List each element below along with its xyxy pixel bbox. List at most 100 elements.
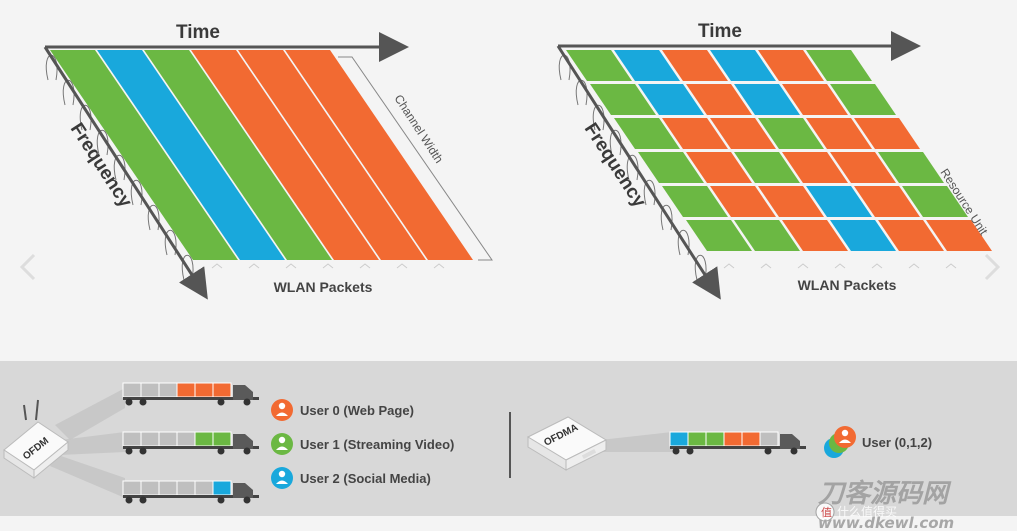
- resource-unit-r4-c0-green: [662, 186, 728, 217]
- resource-unit-r5-c3-blue: [830, 220, 896, 251]
- cargo-block-gray: [158, 431, 178, 447]
- resource-unit-r4-c2-orange: [758, 186, 824, 217]
- resource-unit-r5-c4-orange: [878, 220, 944, 251]
- user-legend: User 0 (Web Page) User 1 (Streaming Vide…: [271, 399, 454, 489]
- resource-unit-r0-c0-green: [566, 50, 632, 81]
- combined-user-label: User (0,1,2): [862, 435, 932, 450]
- user-1-icon: [271, 433, 293, 455]
- cargo-block-gray: [194, 480, 214, 496]
- bottom-tick: [723, 263, 735, 269]
- ofdm-router: OFDM: [3, 399, 69, 480]
- resource-unit-r1-c3-blue: [734, 84, 800, 115]
- resource-unit-r0-c3-blue: [710, 50, 776, 81]
- right-ofdma-chart: Time Frequency WLAN Packets Resource Uni…: [556, 21, 992, 300]
- cargo-block-orange: [194, 382, 214, 398]
- beam-user-2: [50, 455, 125, 498]
- watermark-text: 刀客源码网: [818, 479, 952, 509]
- left-ofdm-chart: Time Frequency WLAN Packets Channel Widt…: [43, 22, 493, 300]
- resource-unit-r1-c0-green: [590, 84, 656, 115]
- cargo-block-gray: [122, 431, 142, 447]
- right-wlan-packets-label: WLAN Packets: [798, 277, 897, 293]
- left-stripes: [50, 50, 473, 260]
- resource-unit-r2-c2-orange: [710, 118, 776, 149]
- bottom-tick: [322, 263, 334, 269]
- cargo-block-green: [212, 431, 232, 447]
- cargo-block-orange: [741, 431, 761, 447]
- resource-unit-r5-c2-orange: [782, 220, 848, 251]
- truck-cab: [233, 385, 253, 400]
- user-0-item: User 0 (Web Page): [271, 399, 414, 421]
- beam-user-0: [55, 388, 125, 440]
- truck-user-2: [122, 480, 259, 504]
- channel-width-bracket: [338, 56, 493, 261]
- left-stripe-2-green: [144, 50, 332, 260]
- next-arrow-icon[interactable]: [984, 253, 1001, 281]
- cargo-block-orange: [212, 382, 232, 398]
- subcarrier-bump: [677, 229, 690, 256]
- resource-unit-r2-c0-green: [614, 118, 680, 149]
- truck-cab: [780, 434, 800, 449]
- subcarrier-bump: [62, 79, 75, 106]
- combined-user-item: User (0,1,2): [824, 426, 932, 458]
- resource-unit-r0-c5-green: [806, 50, 872, 81]
- cargo-block-green: [705, 431, 725, 447]
- trucks: [122, 382, 806, 504]
- resource-unit-r5-c5-orange: [926, 220, 992, 251]
- cargo-block-gray: [122, 382, 142, 398]
- resource-unit-r3-c5-green: [878, 152, 944, 183]
- user-0-label: User 0 (Web Page): [300, 403, 414, 418]
- truck-user-0: [122, 382, 259, 406]
- left-stripe-0-green: [50, 50, 238, 260]
- bottom-tick: [871, 263, 883, 269]
- left-stripe-5-orange: [285, 50, 473, 260]
- resource-unit-r0-c4-orange: [758, 50, 824, 81]
- cargo-block-orange: [176, 382, 196, 398]
- bottom-tick: [396, 263, 408, 269]
- right-resource-grid: [566, 50, 992, 251]
- resource-unit-r1-c1-blue: [638, 84, 704, 115]
- subcarrier-bump: [164, 229, 177, 256]
- resource-unit-r3-c0-green: [638, 152, 704, 183]
- resource-unit-r3-c1-orange: [686, 152, 752, 183]
- resource-unit-r2-c5-orange: [854, 118, 920, 149]
- truck-ofdma: [669, 431, 806, 455]
- resource-unit-r3-c3-orange: [782, 152, 848, 183]
- bottom-tick: [834, 263, 846, 269]
- left-time-label: Time: [176, 22, 220, 43]
- user-2-label: User 2 (Social Media): [300, 471, 431, 486]
- user-orange-icon: [834, 426, 856, 448]
- bottom-tick: [211, 263, 223, 269]
- resource-unit-r4-c4-orange: [854, 186, 920, 217]
- user-2-icon: [271, 467, 293, 489]
- resource-unit-r0-c1-blue: [614, 50, 680, 81]
- user-1-label: User 1 (Streaming Video): [300, 437, 454, 452]
- left-stripe-1-blue: [97, 50, 285, 260]
- resource-unit-r4-c5-green: [902, 186, 968, 217]
- truck-user-1: [122, 431, 259, 455]
- resource-unit-r4-c1-orange: [710, 186, 776, 217]
- prev-arrow-icon[interactable]: [19, 253, 36, 281]
- cargo-block-gray: [158, 480, 178, 496]
- left-stripe-4-orange: [238, 50, 426, 260]
- resource-unit-r1-c2-orange: [686, 84, 752, 115]
- bottom-tick: [285, 263, 297, 269]
- cargo-block-gray: [759, 431, 779, 447]
- bottom-tick: [797, 263, 809, 269]
- cargo-block-blue: [669, 431, 689, 447]
- cargo-block-gray: [158, 382, 178, 398]
- watermark-sub: 什么值得买: [837, 504, 897, 519]
- resource-unit-r3-c2-green: [734, 152, 800, 183]
- right-frequency-axis-arrow: [556, 45, 721, 300]
- cargo-block-orange: [723, 431, 743, 447]
- user-1-item: User 1 (Streaming Video): [271, 433, 454, 455]
- cargo-block-blue: [212, 480, 232, 496]
- bottom-tick: [359, 263, 371, 269]
- cargo-block-gray: [140, 480, 160, 496]
- subcarrier-bump: [592, 104, 605, 131]
- left-stripe-3-orange: [191, 50, 379, 260]
- left-frequency-axis-arrow: [43, 46, 208, 300]
- ofdma-router: OFDMA: [526, 416, 608, 471]
- bottom-tick: [908, 263, 920, 269]
- resource-unit-r3-c4-orange: [830, 152, 896, 183]
